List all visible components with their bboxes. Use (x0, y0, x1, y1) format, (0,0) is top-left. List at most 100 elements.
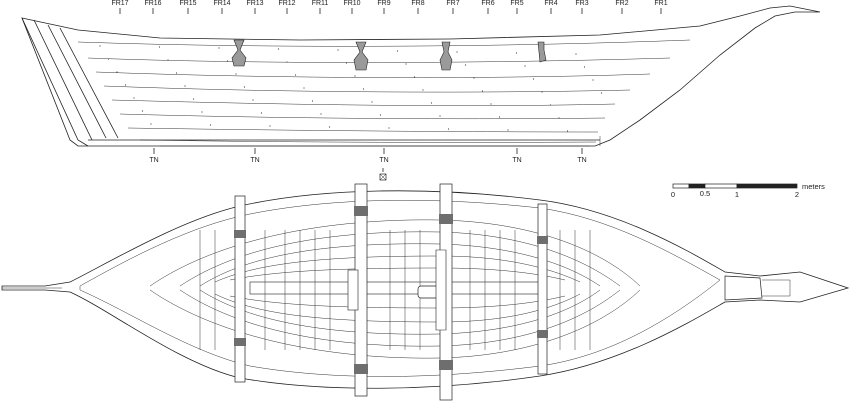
frame-label-fr12: FR12 (278, 0, 295, 7)
keel-plank (249, 281, 541, 295)
nail-dot (541, 91, 543, 93)
frame-label-fr13: FR13 (246, 0, 263, 7)
nail-dot (566, 130, 569, 132)
nail-dot (243, 86, 246, 88)
nail-dot (549, 104, 552, 106)
nail-dot (439, 115, 441, 117)
scale-tick-05: 0.5 (700, 189, 710, 198)
floor-planks (149, 219, 641, 359)
hull-inner-line (79, 200, 721, 377)
nail-dot (311, 100, 314, 102)
nail-dot (371, 101, 373, 103)
nail-dot (515, 52, 518, 54)
nail-dot (422, 89, 424, 91)
nail-dot (124, 84, 127, 86)
nail-dot (583, 66, 586, 68)
tn-label: TN (250, 157, 259, 164)
nail-dot (141, 110, 144, 112)
nail-dot (447, 128, 450, 130)
nail-dot (133, 97, 135, 99)
nail-dot (320, 113, 322, 115)
frame-label-fr5: FR5 (510, 0, 523, 7)
nail-dot (337, 49, 339, 51)
frame-label-fr14: FR14 (213, 0, 230, 7)
frame-ribs (199, 230, 591, 350)
nail-dot (116, 71, 118, 73)
nail-dot (184, 85, 186, 87)
nail-dot (354, 75, 356, 77)
nail-dots (99, 45, 603, 132)
nail-dot (362, 88, 365, 90)
frame-label-fr17: FR17 (111, 0, 128, 7)
nail-dot (490, 103, 492, 105)
frame-label-fr8: FR8 (411, 0, 424, 7)
frame-ticks (119, 8, 662, 14)
nail-dot (558, 117, 560, 119)
nail-dot (473, 77, 475, 79)
frame-label-fr15: FR15 (179, 0, 196, 7)
midship-mark (379, 168, 387, 181)
nail-dot (532, 78, 535, 80)
scale-tick-1: 1 (735, 190, 739, 199)
nail-dot (303, 87, 305, 89)
stern-post (21, 17, 119, 147)
nail-dot (396, 50, 399, 52)
nail-dot (413, 76, 416, 78)
nail-dot (192, 98, 195, 100)
nail-dot (294, 74, 297, 76)
thole-blocks (231, 39, 547, 71)
nail-dot (99, 45, 101, 47)
nail-dot (201, 111, 203, 113)
mast-step (347, 249, 447, 331)
nail-dot (158, 46, 161, 48)
nail-dot (235, 73, 237, 75)
hull-plan-view (1, 183, 850, 401)
nail-dot (277, 48, 280, 50)
scale-tick-2: 2 (795, 190, 799, 199)
nail-dot (388, 127, 390, 129)
nail-dot (592, 79, 594, 81)
nail-dot (107, 58, 110, 60)
frame-label-fr3: FR3 (575, 0, 588, 7)
tn-label: TN (149, 157, 158, 164)
nail-dot (286, 61, 288, 63)
nail-dot (328, 126, 331, 128)
scale-unit: meters (802, 182, 825, 191)
frame-label-fr1: FR1 (654, 0, 667, 7)
scale-tick-0: 0 (671, 190, 675, 199)
frame-label-fr7: FR7 (446, 0, 459, 7)
hull-profile-outline (21, 5, 821, 147)
nail-dot (218, 47, 220, 49)
frame-label-fr16: FR16 (144, 0, 161, 7)
frame-label-fr9: FR9 (377, 0, 390, 7)
nail-dot (260, 112, 263, 114)
nail-dot (269, 125, 271, 127)
frame-label-fr2: FR2 (615, 0, 628, 7)
frame-label-fr4: FR4 (544, 0, 557, 7)
frame-label-fr6: FR6 (481, 0, 494, 7)
bow-end (762, 279, 791, 297)
scale-bar: 0 0.5 1 2 meters (671, 182, 825, 199)
nail-dot (379, 114, 382, 116)
nail-dot (498, 116, 501, 118)
frame-label-fr10: FR10 (343, 0, 360, 7)
tn-label: TN (512, 157, 521, 164)
nail-dot (456, 51, 458, 53)
nail-dot (167, 59, 169, 61)
nail-dot (507, 129, 509, 131)
nail-dot (226, 60, 229, 62)
tn-label: TN (577, 157, 586, 164)
nail-dot (430, 102, 433, 104)
nail-dot (252, 99, 254, 101)
nail-dot (464, 64, 467, 66)
bow-block (724, 275, 763, 301)
planking-seams (77, 39, 691, 147)
nail-dot (481, 90, 484, 92)
nail-dot (175, 72, 178, 74)
thwarts (234, 183, 548, 401)
nail-dot (209, 124, 212, 126)
